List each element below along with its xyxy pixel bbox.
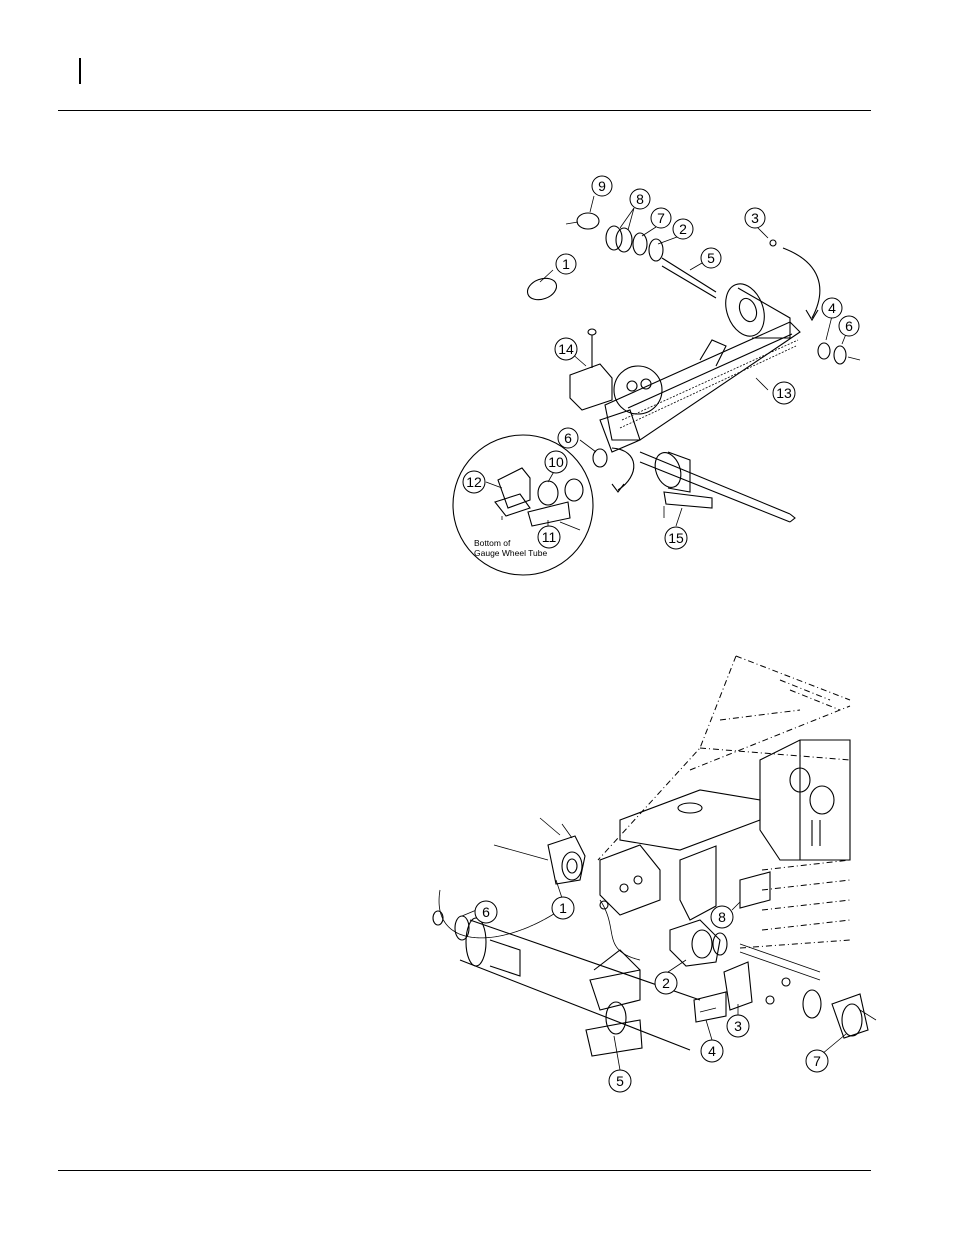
- top-callout-15: 15: [664, 526, 688, 550]
- top-callout-1: 1: [555, 253, 577, 275]
- footer-rule: [58, 1170, 871, 1171]
- detail-caption-line1: Bottom of: [474, 538, 511, 548]
- top-callout-5: 5: [700, 247, 722, 269]
- top-callout-13: 13: [772, 381, 796, 405]
- svg-text:8: 8: [718, 909, 726, 925]
- bottom-callout-5: 5: [608, 1069, 632, 1093]
- bottom-callout-6: 6: [474, 900, 498, 924]
- bottom-callout-4: 4: [700, 1039, 724, 1063]
- svg-text:12: 12: [466, 474, 482, 490]
- top-callout-14: 14: [554, 337, 578, 361]
- svg-text:1: 1: [562, 256, 570, 272]
- svg-text:5: 5: [707, 250, 715, 266]
- svg-text:7: 7: [657, 210, 665, 226]
- top-exploded-diagram: Bottom of Gauge Wheel Tube: [452, 195, 861, 576]
- svg-text:13: 13: [776, 385, 792, 401]
- top-callout-9: 9: [591, 175, 613, 197]
- svg-text:3: 3: [734, 1018, 742, 1034]
- svg-text:6: 6: [564, 430, 572, 446]
- top-callout-7: 7: [650, 207, 672, 229]
- top-callout-2: 2: [672, 218, 694, 240]
- bottom-callout-7: 7: [805, 1049, 829, 1073]
- svg-text:5: 5: [616, 1073, 624, 1089]
- top-callout-4: 4: [821, 297, 843, 319]
- svg-text:6: 6: [845, 318, 853, 334]
- bottom-callout-8: 8: [710, 905, 734, 929]
- top-callouts: 9 8 7 2 5 3 1 4 6 14 13 6 10 12 11 15: [462, 175, 860, 550]
- svg-text:2: 2: [679, 221, 687, 237]
- svg-text:2: 2: [662, 975, 670, 991]
- top-callout-10: 10: [544, 450, 568, 474]
- svg-text:8: 8: [636, 191, 644, 207]
- svg-text:7: 7: [813, 1053, 821, 1069]
- svg-text:15: 15: [668, 530, 684, 546]
- top-callout-6: 6: [838, 315, 860, 337]
- top-callout-11: 11: [537, 525, 561, 549]
- bottom-callout-1: 1: [551, 896, 575, 920]
- bottom-exploded-diagram: [432, 655, 877, 1071]
- svg-text:3: 3: [751, 210, 759, 226]
- top-callout-12: 12: [462, 470, 486, 494]
- svg-text:4: 4: [828, 300, 836, 316]
- svg-text:11: 11: [542, 529, 557, 545]
- bottom-callout-3: 3: [726, 1014, 750, 1038]
- svg-text:9: 9: [598, 178, 606, 194]
- top-callout-3: 3: [744, 207, 766, 229]
- bottom-callouts: 1 6 8 2 3 4 5 7: [474, 896, 829, 1093]
- svg-text:4: 4: [708, 1043, 716, 1059]
- svg-text:1: 1: [559, 900, 567, 916]
- svg-text:14: 14: [558, 341, 574, 357]
- margin-tick-mark: [79, 58, 81, 84]
- top-callout-6-lower: 6: [557, 427, 579, 449]
- header-rule: [58, 110, 871, 111]
- top-callout-8: 8: [629, 188, 651, 210]
- svg-text:10: 10: [548, 454, 564, 470]
- detail-caption-line2: Gauge Wheel Tube: [474, 548, 548, 558]
- bottom-callout-2: 2: [654, 971, 678, 995]
- svg-text:6: 6: [482, 904, 490, 920]
